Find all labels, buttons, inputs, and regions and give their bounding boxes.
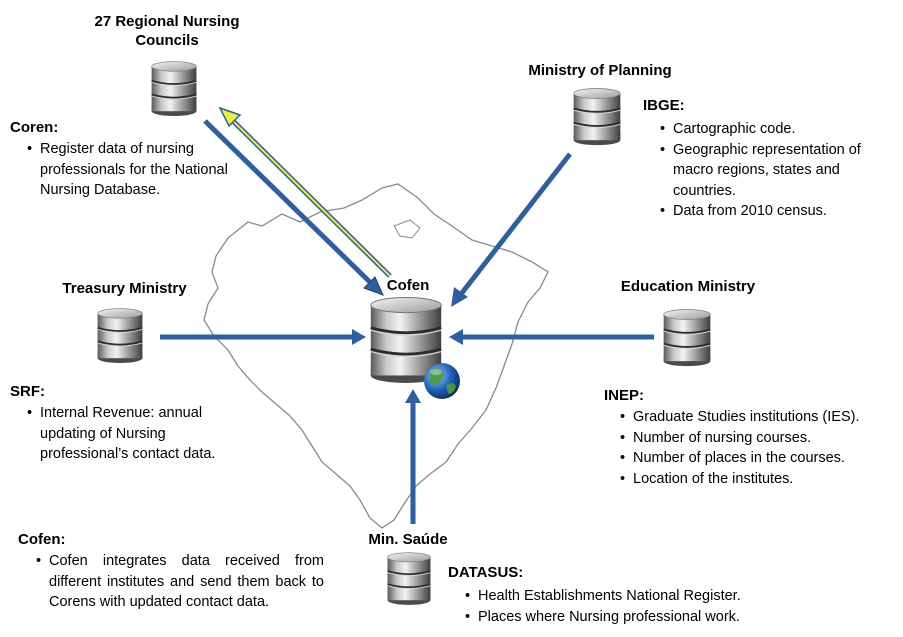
- section-title-inep: INEP:: [604, 387, 645, 404]
- node-title-regional: 27 Regional Nursing Councils: [94, 13, 240, 49]
- node-title-treasury: Treasury Ministry: [62, 280, 187, 297]
- list-item: Internal Revenue: annual updating of Nur…: [27, 403, 253, 465]
- section-title-cofen-note: Cofen:: [18, 531, 66, 548]
- node-title-education: Education Ministry: [620, 278, 756, 295]
- list-srf: Internal Revenue: annual updating of Nur…: [27, 403, 253, 465]
- database-icon-education: [662, 308, 712, 368]
- list-inep: Graduate Studies institutions (IES). Num…: [620, 407, 900, 489]
- list-item: Cofen integrates data received from diff…: [36, 551, 324, 613]
- database-icon-planning: [572, 87, 622, 147]
- list-item: Health Establishments National Register.: [465, 586, 805, 607]
- node-title-planning: Ministry of Planning: [528, 62, 672, 79]
- list-item: Graduate Studies institutions (IES).: [620, 407, 900, 428]
- list-coren: Register data of nursing professionals f…: [27, 139, 259, 201]
- database-icon-regional: [150, 60, 198, 117]
- brazil-map-outline: [203, 183, 549, 529]
- list-item: Number of places in the courses.: [620, 448, 900, 469]
- section-title-ibge: IBGE:: [643, 97, 685, 114]
- database-icon-treasury: [96, 307, 144, 365]
- list-item: Geographic representation of macro regio…: [660, 140, 900, 202]
- section-title-coren: Coren:: [10, 119, 59, 136]
- list-item: Cartographic code.: [660, 119, 900, 140]
- globe-icon: [424, 363, 460, 399]
- arrow-planning-to-cofen: [456, 152, 572, 300]
- section-title-datasus: DATASUS:: [448, 564, 524, 581]
- list-item: Data from 2010 census.: [660, 201, 900, 222]
- list-item: Register data of nursing professionals f…: [27, 139, 259, 201]
- database-icon-health: [386, 551, 432, 606]
- node-title-cofen: Cofen: [386, 277, 430, 294]
- node-title-health: Min. Saúde: [368, 531, 448, 548]
- section-title-srf: SRF:: [10, 383, 45, 400]
- list-ibge: Cartographic code. Geographic representa…: [660, 119, 900, 222]
- list-item: Places where Nursing professional work.: [465, 607, 805, 628]
- list-cofen-note: Cofen integrates data received from diff…: [36, 551, 324, 613]
- list-item: Number of nursing courses.: [620, 428, 900, 449]
- list-item: Location of the institutes.: [620, 469, 900, 490]
- list-datasus: Health Establishments National Register.…: [465, 586, 805, 627]
